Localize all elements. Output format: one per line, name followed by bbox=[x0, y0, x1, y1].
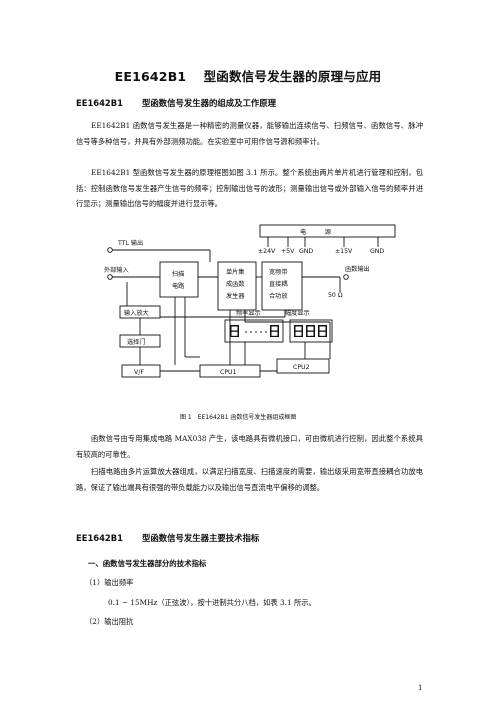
section-title: 型函数信号发生器主要技术指标 bbox=[142, 533, 260, 543]
subsection-heading: 一、函数信号发生器部分的技术指标 bbox=[88, 559, 207, 568]
figure-caption: 图 1 EE1642B1 函数信号发生器组成框图 bbox=[180, 413, 296, 421]
block-diagram-figure: 电 源 ±24V +5V GND ±15V GND TTL 输出 外部输入 扫描… bbox=[104, 224, 396, 421]
paragraph-block-diagram: EE1642B1 型函数信号发生器的原理框图如图 3.1 所示。整个系统由两片单… bbox=[76, 168, 423, 209]
function-output-terminal bbox=[343, 274, 349, 280]
function-chip-box bbox=[217, 261, 257, 311]
page-title: EE1642B1 型函数信号发生器的原理与应用 bbox=[114, 69, 382, 84]
input-amp-label: 输入放大 bbox=[124, 309, 149, 317]
selector-label: 选择门 bbox=[127, 338, 146, 346]
power-terminal: ±15V bbox=[335, 248, 353, 255]
function-output-label: 函数输出 bbox=[345, 265, 370, 273]
paragraph-intro: EE1642B1 函数信号发生器是一种精密的测量仪器，能够输出连续信号、扫频信号… bbox=[76, 121, 423, 146]
section-heading-specs: EE1642B1 型函数信号发生器主要技术指标 bbox=[76, 532, 259, 544]
cpu2-box bbox=[276, 358, 330, 374]
external-input-label: 外部输入 bbox=[104, 266, 129, 274]
paragraph-max038: 函数信号由专用集成电路 MAX038 产生，该电路具有微机接口，可由微机进行控制… bbox=[76, 434, 423, 459]
amplitude-display-label: 幅度显示 bbox=[285, 309, 310, 317]
vf-label: V/F bbox=[134, 369, 144, 376]
list-item: （2）输出阻抗 bbox=[85, 617, 134, 626]
ttl-output-terminal bbox=[107, 247, 113, 253]
seven-segment-icons bbox=[230, 325, 327, 337]
sweep-box bbox=[159, 261, 199, 298]
ohm-label: 50 Ω bbox=[328, 292, 343, 299]
section-title: 型函数信号发生器的组成及工作原理 bbox=[142, 98, 276, 108]
amplitude-display-box bbox=[289, 319, 333, 343]
sweep-label-1: 扫描 bbox=[172, 270, 184, 278]
power-terminal: GND bbox=[299, 248, 313, 255]
frequency-display-label: 频率显示 bbox=[236, 309, 261, 317]
paragraph-sweep: 扫描电路由多片运算放大器组成，以满足扫描宽度、扫描速度的需要，输出级采用宽带直接… bbox=[76, 467, 423, 492]
list-item: （1）输出频率 bbox=[85, 578, 134, 587]
chip-label-2: 成函数 bbox=[226, 280, 245, 288]
chip-label-3: 发生器 bbox=[226, 292, 245, 300]
amp-label-2: 直接耦 bbox=[269, 280, 288, 288]
cpu2-label: CPU2 bbox=[293, 364, 310, 371]
amp-label-1: 宽频带 bbox=[269, 268, 288, 276]
external-input-terminal bbox=[107, 274, 113, 280]
frequency-display-box bbox=[224, 319, 284, 343]
chip-label-1: 单片集 bbox=[226, 268, 245, 276]
power-amp-box bbox=[261, 261, 303, 311]
power-terminal: +5V bbox=[281, 248, 295, 255]
page-number: 1 bbox=[418, 684, 423, 692]
section-code: EE1642B1 bbox=[76, 533, 123, 543]
list-item-detail: 0.1 ~ 15MHz（正弦波），按十进制共分八档，如表 3.1 所示。 bbox=[108, 598, 316, 607]
power-box bbox=[259, 224, 396, 238]
cpu1-label: CPU1 bbox=[220, 369, 237, 376]
section-code: EE1642B1 bbox=[76, 98, 123, 108]
power-label: 电 源 bbox=[300, 228, 331, 236]
ttl-output-label: TTL 输出 bbox=[117, 239, 143, 247]
power-terminal: GND bbox=[370, 248, 384, 255]
power-terminal: ±24V bbox=[258, 248, 276, 255]
section-heading-composition: EE1642B1 型函数信号发生器的组成及工作原理 bbox=[76, 97, 276, 109]
amp-label-3: 合功放 bbox=[269, 292, 288, 300]
sweep-label-2: 电路 bbox=[172, 282, 185, 290]
